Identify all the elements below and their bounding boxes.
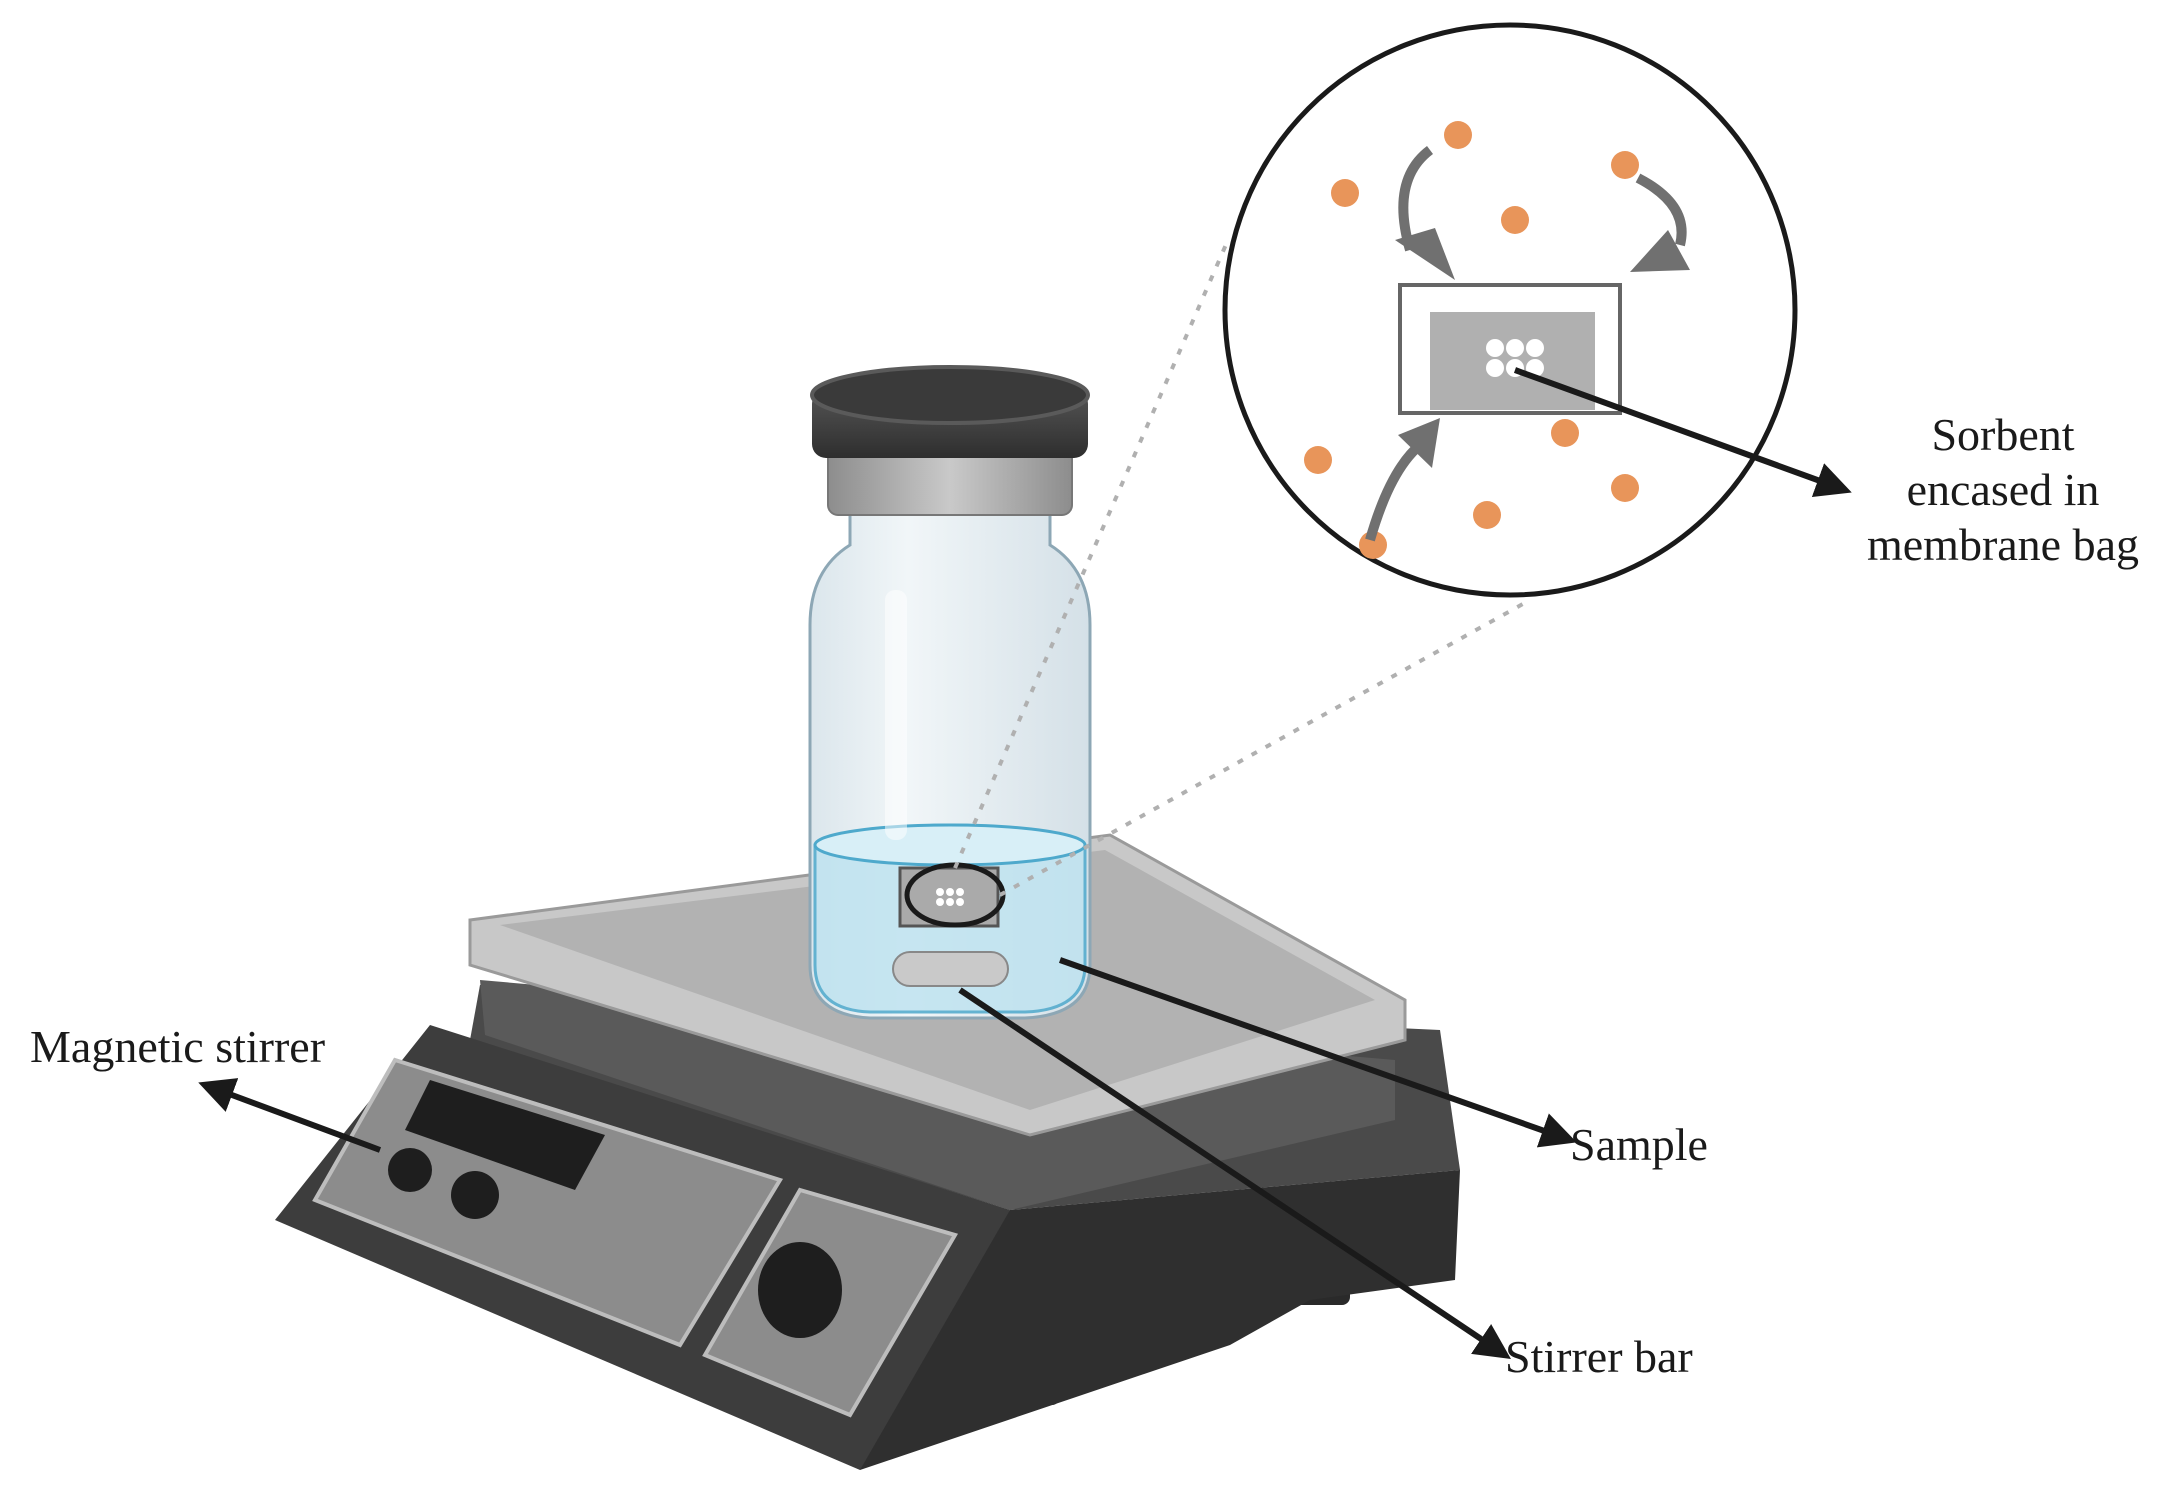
control-knob-large xyxy=(758,1242,842,1338)
stirrer-body-side xyxy=(855,1170,1460,1470)
label-sorbent-line3: membrane bag xyxy=(1867,519,2139,570)
arrow-magnetic-stirrer xyxy=(198,1078,382,1153)
liquid-surface xyxy=(813,823,1087,867)
magnetic-stirrer xyxy=(275,833,1460,1470)
label-sample: Sample xyxy=(1570,1119,1708,1170)
control-knob-small-2 xyxy=(451,1171,499,1219)
arrow-sample xyxy=(1059,957,1577,1148)
label-sorbent-line1: Sorbent xyxy=(1931,409,2074,460)
sorbent-particles-large xyxy=(1486,339,1544,377)
vial-cap-top xyxy=(810,365,1090,425)
pointer-arrows xyxy=(198,367,1852,1360)
analyte-molecules xyxy=(1304,121,1639,559)
arrow-stirrer-bar xyxy=(958,987,1511,1360)
stirrer-bar xyxy=(892,951,1009,987)
label-stirrer-bar: Stirrer bar xyxy=(1505,1331,1693,1382)
zoom-lines xyxy=(953,239,1531,897)
control-knob-small-1 xyxy=(388,1148,432,1192)
sorbent-particles-small xyxy=(936,888,964,906)
magnified-view xyxy=(1222,22,1798,598)
arrow-sorbent xyxy=(1513,367,1852,498)
label-sorbent-line2: encased in xyxy=(1907,464,2100,515)
vial-highlight xyxy=(885,590,907,840)
transfer-arrows xyxy=(1365,146,1690,542)
label-magnetic-stirrer: Magnetic stirrer xyxy=(30,1021,325,1072)
display-screen xyxy=(405,1080,605,1190)
sample-vial xyxy=(808,365,1092,1020)
